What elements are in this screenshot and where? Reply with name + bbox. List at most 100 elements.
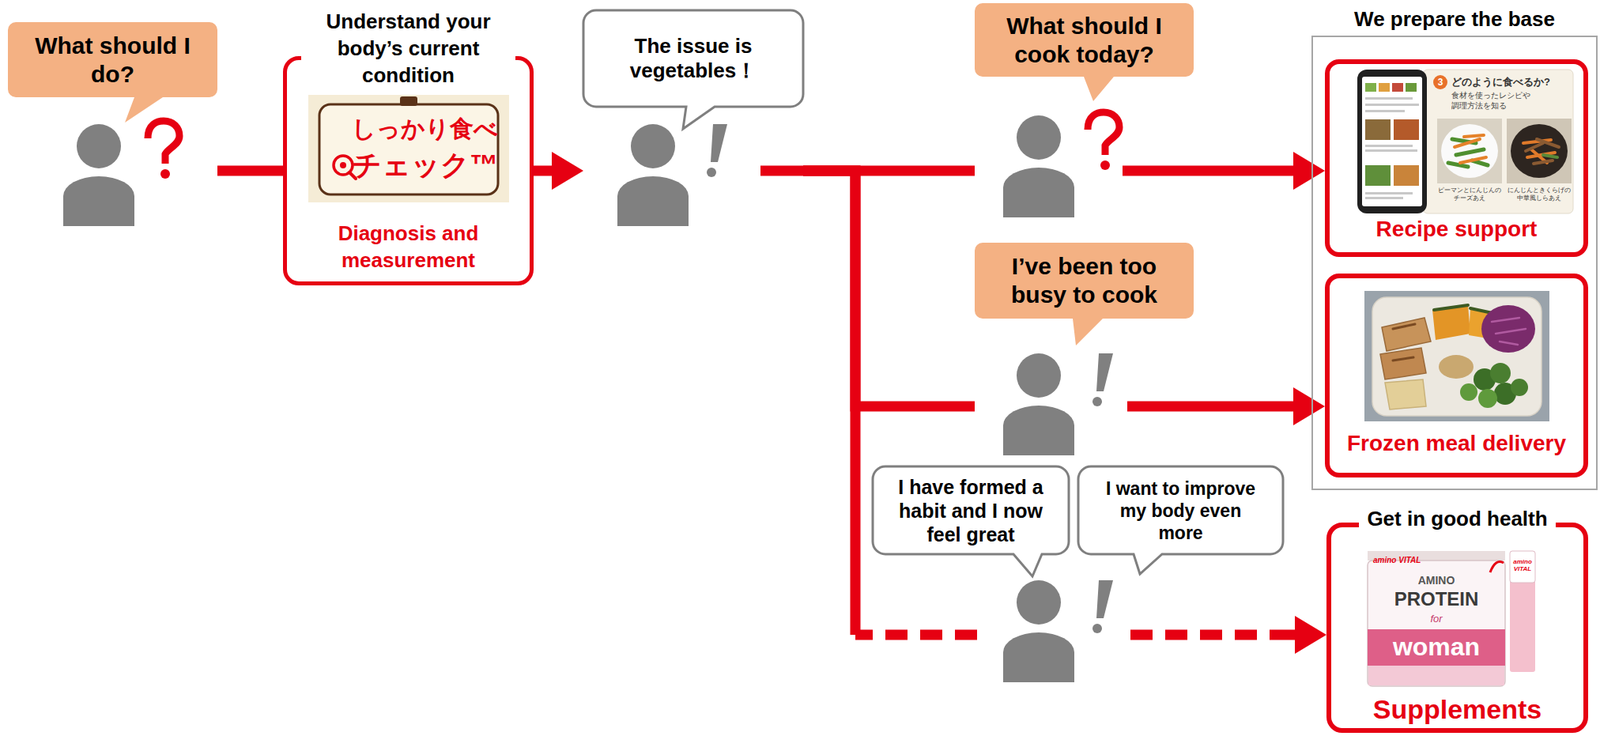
question-mark-dot bbox=[160, 169, 170, 179]
speech-text: What should I cook today? bbox=[985, 11, 1183, 69]
grill-mark bbox=[1392, 357, 1414, 361]
photo-background bbox=[1364, 290, 1550, 422]
service-label: Frozen meal delivery bbox=[1347, 429, 1567, 458]
speaker-bubble: I’ve been too busy to cook bbox=[974, 242, 1194, 461]
service-label-slot: Frozen meal delivery bbox=[1329, 429, 1584, 458]
magnifier-dot bbox=[339, 162, 347, 169]
service-label: Supplements bbox=[1373, 692, 1542, 726]
step-circle bbox=[1433, 75, 1448, 90]
food-bowl bbox=[1510, 124, 1568, 178]
app-food-image bbox=[1365, 119, 1391, 140]
question-mark-symbol bbox=[147, 120, 180, 164]
connector bbox=[217, 170, 284, 172]
service-label-slot: Recipe support bbox=[1329, 215, 1584, 244]
food-strip bbox=[1543, 154, 1558, 158]
logo-background bbox=[308, 94, 510, 203]
connector-line bbox=[855, 630, 873, 641]
food-strip bbox=[1533, 160, 1553, 164]
app-text-bar bbox=[1365, 149, 1418, 152]
broccoli bbox=[1478, 388, 1498, 408]
speech-text-slot: The issue is vegetables！ bbox=[583, 10, 804, 107]
speech-text-slot: What should I do? bbox=[7, 22, 218, 98]
bag-band bbox=[1367, 629, 1506, 666]
broccoli bbox=[1460, 383, 1478, 401]
app-text-bar bbox=[1365, 144, 1413, 148]
goal-heading: Get in good health bbox=[1358, 505, 1555, 532]
connector-line bbox=[533, 166, 552, 177]
connector bbox=[803, 170, 975, 407]
food-plate bbox=[1441, 124, 1499, 178]
panel-caption-slot: Diagnosis and measurement bbox=[298, 219, 518, 274]
connector bbox=[1283, 615, 1327, 654]
speech-text: I’ve been too busy to cook bbox=[985, 252, 1183, 310]
grilled-chicken bbox=[1381, 317, 1431, 351]
pumpkin bbox=[1432, 305, 1471, 340]
speech-bubble-shape bbox=[974, 242, 1194, 346]
group-box: We prepare the baseRecipe supportFrozen … bbox=[1311, 6, 1598, 491]
connector bbox=[803, 170, 873, 635]
app-thumbnail bbox=[1378, 83, 1390, 92]
panel-heading-slot: Understand your body’s current condition bbox=[301, 7, 516, 89]
food-strip bbox=[1536, 139, 1559, 148]
speech-bubble-shape bbox=[974, 3, 1194, 102]
logo-pot-outline bbox=[319, 104, 499, 195]
food-strip bbox=[1448, 162, 1468, 167]
exclamation-symbol bbox=[1096, 580, 1114, 619]
speech-text-slot: I want to improve my body even more bbox=[1078, 466, 1284, 555]
food-strip bbox=[1456, 149, 1484, 155]
connector-line bbox=[803, 170, 856, 635]
speech-bubble-shape bbox=[7, 22, 218, 123]
cabbage-strand bbox=[1491, 317, 1520, 322]
flow-line bbox=[1122, 166, 1194, 177]
app-thumbnail bbox=[1405, 83, 1417, 92]
bag-bottom bbox=[1368, 665, 1505, 686]
exclamation-dot bbox=[1092, 623, 1102, 634]
person-body bbox=[1003, 405, 1075, 456]
exclamation-dot bbox=[1092, 396, 1102, 407]
group-heading: We prepare the base bbox=[1354, 6, 1555, 32]
flow-line bbox=[760, 166, 804, 177]
app-food-image bbox=[1365, 165, 1391, 186]
speech-text: The issue is vegetables！ bbox=[594, 33, 793, 84]
speaker-bubble: What should I do? bbox=[7, 22, 218, 230]
connector-line bbox=[1283, 630, 1295, 641]
connector-line bbox=[1193, 401, 1294, 412]
goal-heading-slot: Get in good health bbox=[1326, 505, 1589, 532]
grilled-chicken bbox=[1380, 347, 1427, 380]
app-text-bar bbox=[1365, 109, 1405, 113]
speech-text-slot: I have formed a habit and I now feel gre… bbox=[872, 466, 1069, 555]
speech-bubble-shape bbox=[1078, 466, 1284, 574]
cabbage-strand bbox=[1495, 328, 1526, 334]
exclamation-dot bbox=[706, 167, 717, 178]
stick-top bbox=[1509, 550, 1536, 583]
food-photo bbox=[1437, 118, 1502, 184]
speaker-bubbles: I have formed a habit and I now feel gre… bbox=[872, 466, 1284, 687]
food-photo bbox=[1506, 118, 1572, 184]
speech-text: I want to improve my body even more bbox=[1097, 477, 1265, 544]
service-box: Recipe support bbox=[1324, 59, 1589, 257]
potato bbox=[1384, 379, 1427, 410]
connector-line bbox=[803, 170, 975, 407]
person-head bbox=[76, 124, 121, 169]
speech-text: What should I do? bbox=[17, 31, 208, 89]
cabbage-strand bbox=[1499, 341, 1518, 345]
person-body bbox=[1003, 167, 1075, 218]
logo-wordmark-slot: しっかり食べ チェック™ bbox=[332, 110, 499, 184]
service-label-slot: Supplements bbox=[1331, 692, 1584, 726]
phone-body bbox=[1357, 69, 1427, 214]
speaker-bubble: What should I cook today? bbox=[974, 3, 1194, 225]
speech-text-slot: I’ve been too busy to cook bbox=[974, 242, 1194, 319]
broccoli bbox=[1490, 362, 1511, 384]
goal-box: Get in good healthSupplements bbox=[1326, 505, 1589, 733]
app-thumbnail bbox=[1365, 83, 1377, 92]
app-food-image bbox=[1393, 165, 1419, 186]
purple-cabbage bbox=[1481, 305, 1536, 353]
flow-line bbox=[1127, 401, 1194, 412]
phone-screen bbox=[1362, 76, 1423, 207]
app-food-image bbox=[1393, 119, 1419, 140]
brand-logo bbox=[1490, 562, 1504, 574]
speech-bubble-shape bbox=[583, 10, 804, 129]
flow-line bbox=[1130, 630, 1284, 641]
service-label: Recipe support bbox=[1376, 215, 1538, 244]
